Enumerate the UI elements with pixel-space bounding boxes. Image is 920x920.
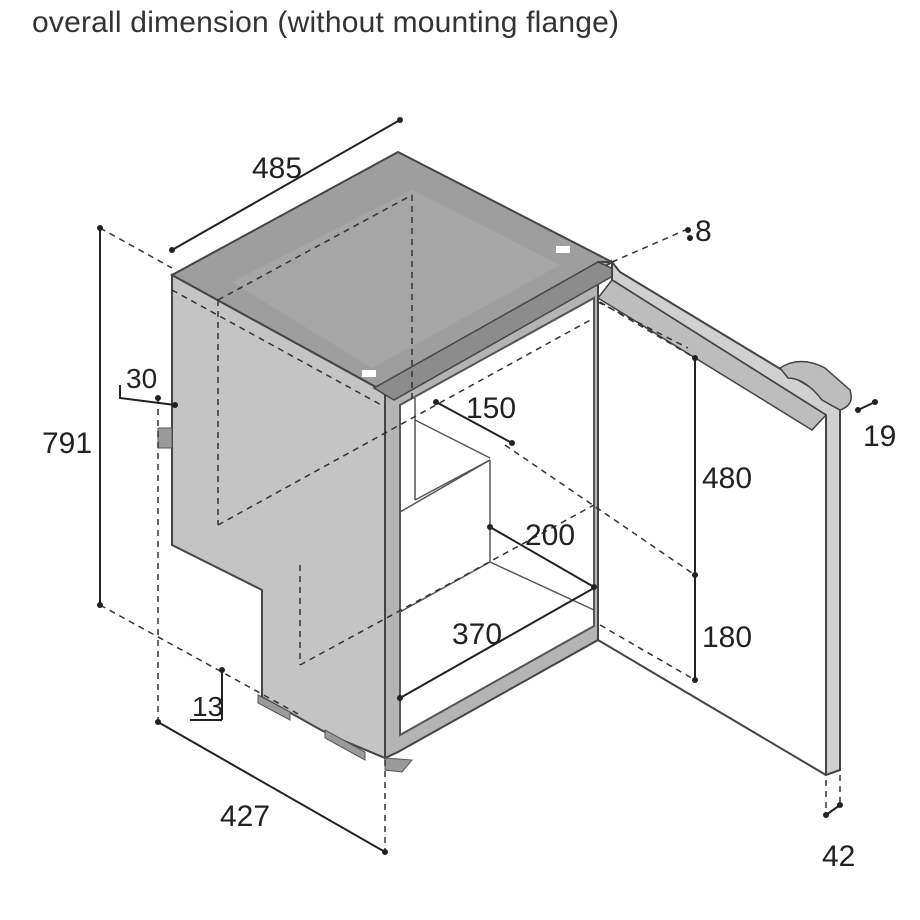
label-19: 19 [863, 420, 896, 453]
foot-front [324, 729, 366, 761]
dim-line-427 [157, 721, 386, 853]
hidden-lines [99, 194, 841, 855]
door-edge [596, 279, 828, 431]
leader-30 [119, 385, 176, 406]
door-handle [778, 360, 852, 411]
label-370: 370 [452, 618, 502, 651]
label-485: 485 [252, 152, 302, 185]
top-corner-mark-1 [556, 246, 570, 253]
dim-line-200 [489, 526, 595, 588]
label-791: 791 [42, 427, 92, 460]
label-13: 13 [192, 691, 223, 722]
label-150: 150 [466, 392, 516, 425]
diagram-title: overall dimension (without mounting flan… [32, 6, 620, 39]
dim-line-150 [435, 401, 513, 444]
label-42: 42 [822, 840, 855, 873]
dimension-dots [97, 117, 878, 855]
left-bracket [157, 427, 173, 449]
interior-lines [399, 398, 595, 613]
front-opening [399, 296, 595, 737]
top-inner-area [232, 190, 560, 368]
door-bottom-line [597, 639, 827, 776]
dim-line-19 [857, 401, 876, 411]
label-200: 200 [525, 519, 575, 552]
dimension-lines [99, 119, 876, 853]
door-panel [611, 259, 841, 777]
fridge-door [596, 259, 852, 777]
dimension-labels: 485 8 791 30 150 19 480 200 180 370 13 4… [42, 152, 896, 873]
fridge-body [157, 150, 622, 773]
label-8: 8 [695, 215, 712, 248]
dim-line-485 [171, 119, 401, 251]
dim-line-370 [399, 587, 595, 699]
foot-front-tab [384, 757, 414, 773]
label-427: 427 [220, 800, 270, 833]
foot-rear [257, 694, 291, 721]
label-30: 30 [126, 363, 157, 394]
top-corner-mark-2 [362, 370, 376, 377]
label-480: 480 [702, 462, 752, 495]
label-180: 180 [702, 621, 752, 654]
